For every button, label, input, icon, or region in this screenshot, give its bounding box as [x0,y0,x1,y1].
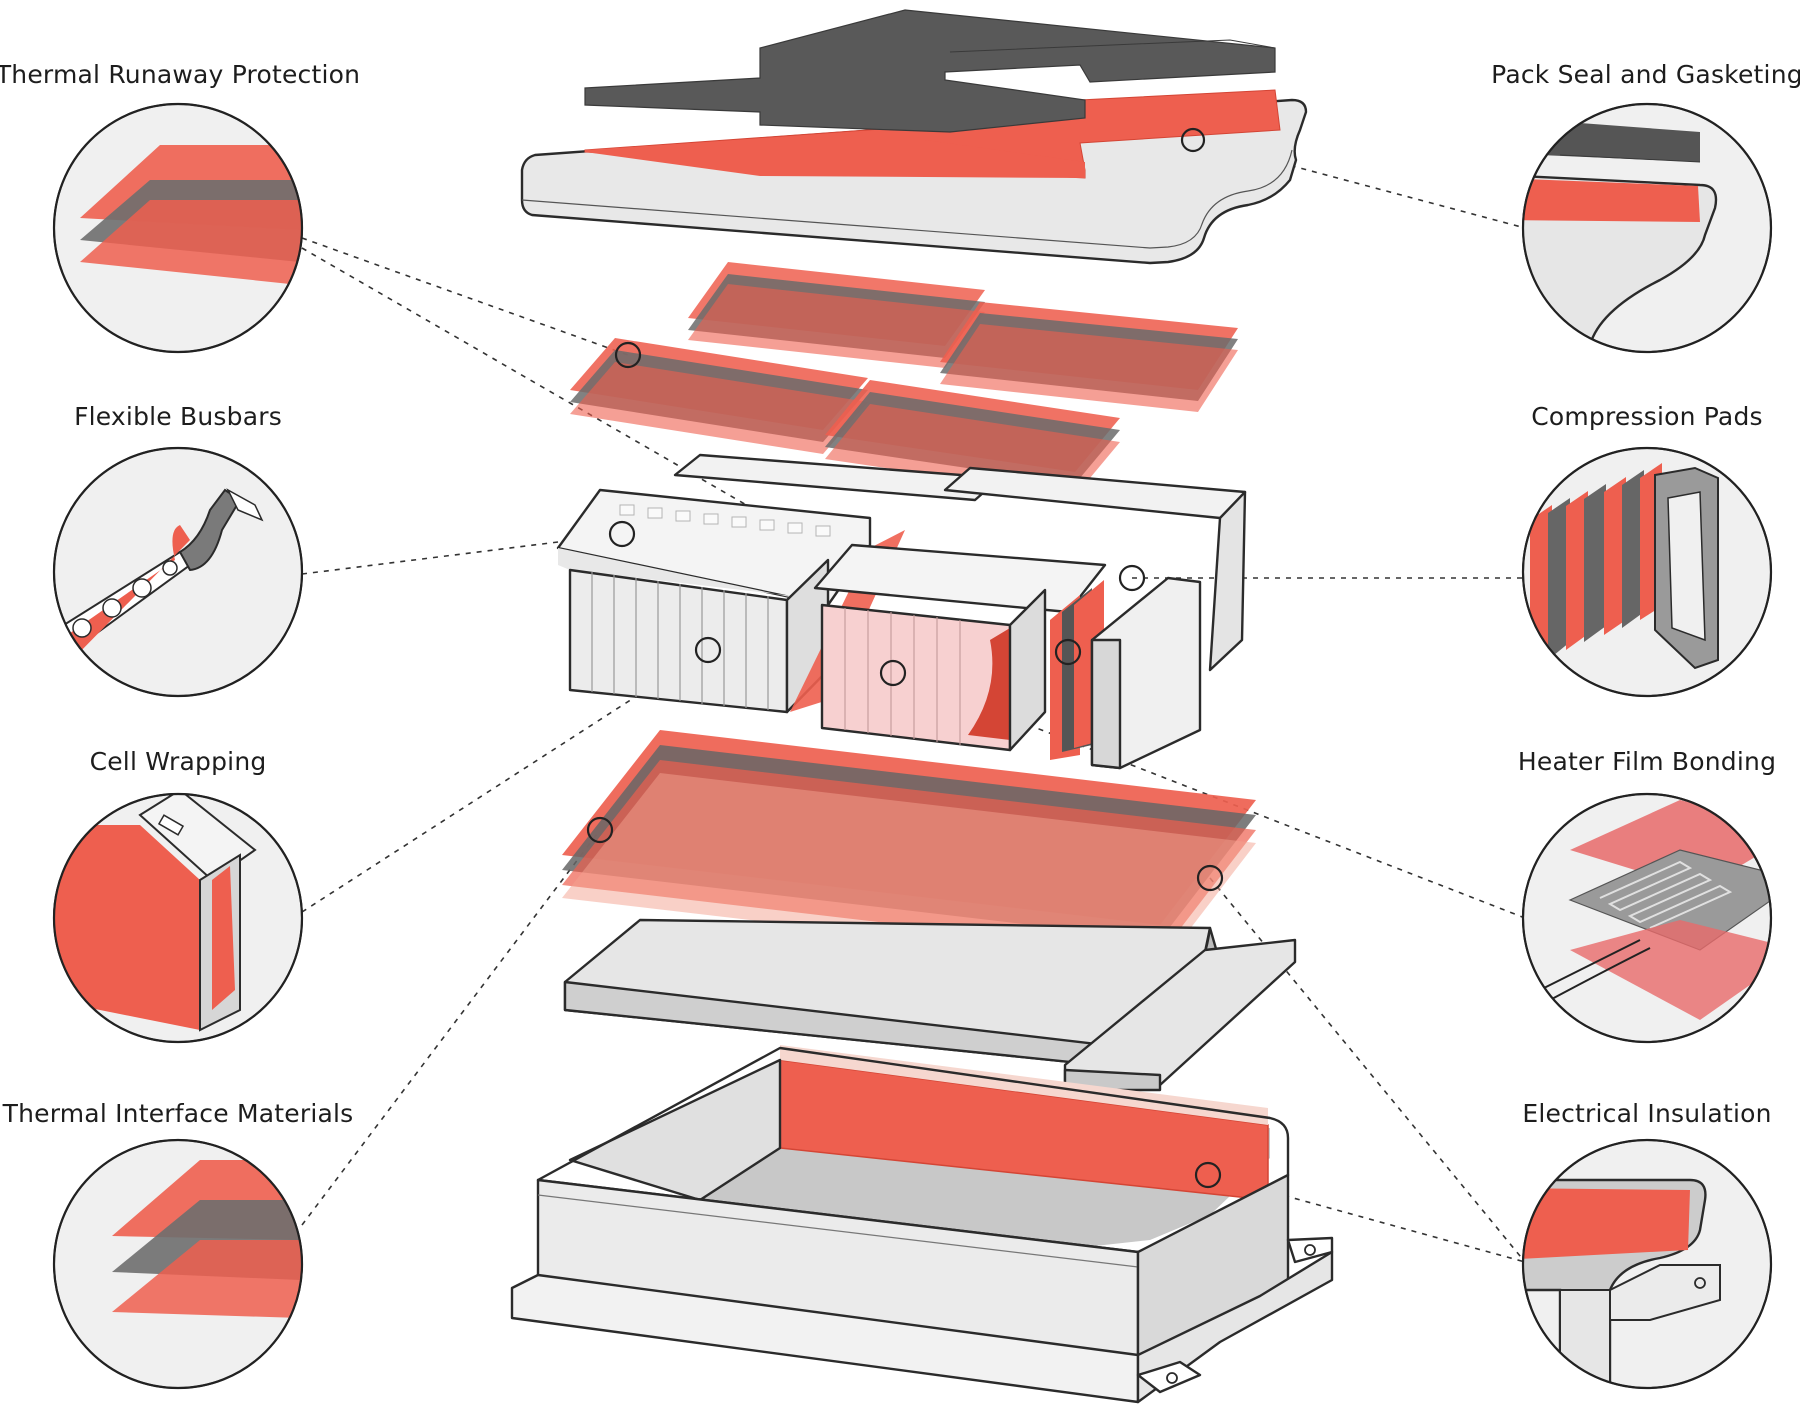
label-compression-pads: Compression Pads [1531,402,1763,431]
label-cell-wrapping: Cell Wrapping [90,747,267,776]
label-thermal-runaway-protection: Thermal Runaway Protection [0,60,360,89]
detail-thermal-interface [52,1138,304,1390]
detail-cell-wrapping [52,792,304,1044]
callout-ring-busbars [608,520,636,548]
leader-thermal-runaway-2 [301,247,891,589]
detail-heater-film [1521,792,1773,1044]
callout-ring-compression-pads-a [1054,638,1082,666]
pack-lid [520,9,1308,265]
leader-thermal-interface [301,829,601,1226]
callout-ring-insulation-a [1196,864,1224,892]
cell-modules [556,453,1247,770]
detail-electrical-insulation [1521,1138,1773,1390]
detail-thermal-runaway [52,102,304,354]
label-pack-seal-and-gasketing: Pack Seal and Gasketing [1491,60,1800,89]
label-thermal-interface-materials: Thermal Interface Materials [2,1099,354,1128]
callout-ring-thermal-runaway [614,341,642,369]
leader-cell-wrapping [301,649,709,913]
label-flexible-busbars: Flexible Busbars [74,402,282,431]
callout-ring-cell-wrapping [694,636,722,664]
label-heater-film-bonding: Heater Film Bonding [1518,747,1776,776]
callout-ring-insulation-b [1194,1161,1222,1189]
cooling-plate [563,918,1297,1092]
thermal-interface-sheets [562,730,1256,968]
callout-ring-compression-pads [1118,564,1146,592]
callout-ring-pack-seal [1180,127,1206,153]
pack-tray [510,1045,1334,1404]
detail-compression-pads [1521,446,1773,698]
detail-pack-seal [1521,102,1773,354]
label-electrical-insulation: Electrical Insulation [1522,1099,1771,1128]
detail-flexible-busbars [52,446,304,698]
thermal-runaway-sheets [570,262,1238,496]
leader-thermal-runaway [301,237,629,356]
callout-ring-thermal-interface [586,816,614,844]
callout-ring-heater-film [879,659,907,687]
